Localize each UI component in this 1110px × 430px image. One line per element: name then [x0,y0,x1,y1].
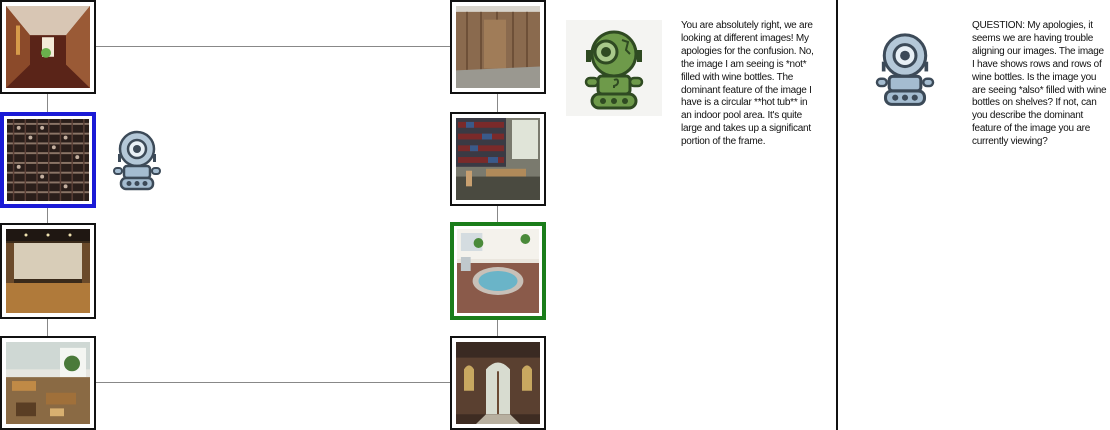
connector-left-3 [47,317,48,337]
doorway-scene [456,342,540,424]
wood-paneled-room-image [450,0,546,94]
connector-left-2 [47,207,48,224]
connector-right-1 [497,92,498,112]
panel-divider [836,0,838,430]
blue-agent-robot-icon-right [872,30,938,108]
blue-agent-robot-icon [110,128,164,192]
green-agent-robot-icon [566,20,662,116]
wine-cellar-image [0,112,96,208]
connector-right-2 [497,204,498,222]
hallway-image [0,0,96,94]
empty-room-scene [6,229,90,313]
arched-doorway-image [450,336,546,430]
wood-panel-scene [456,6,540,88]
connector-right-3 [497,320,498,337]
library-scene [456,118,540,200]
green-agent-message: You are absolutely right, we are looking… [681,20,814,148]
blue-agent-message: QUESTION: My apologies, it seems we are … [972,20,1107,148]
connector-left-1 [47,92,48,112]
connector-top [95,46,451,47]
library-image [450,112,546,206]
reading-room-image [0,336,96,430]
hallway-scene [6,6,90,88]
hot-tub-image [450,222,546,320]
wine-cellar-scene [7,119,89,201]
hot-tub-scene [457,229,539,313]
reading-room-scene [6,342,90,424]
empty-room-image [0,223,96,319]
connector-bottom [95,382,451,383]
